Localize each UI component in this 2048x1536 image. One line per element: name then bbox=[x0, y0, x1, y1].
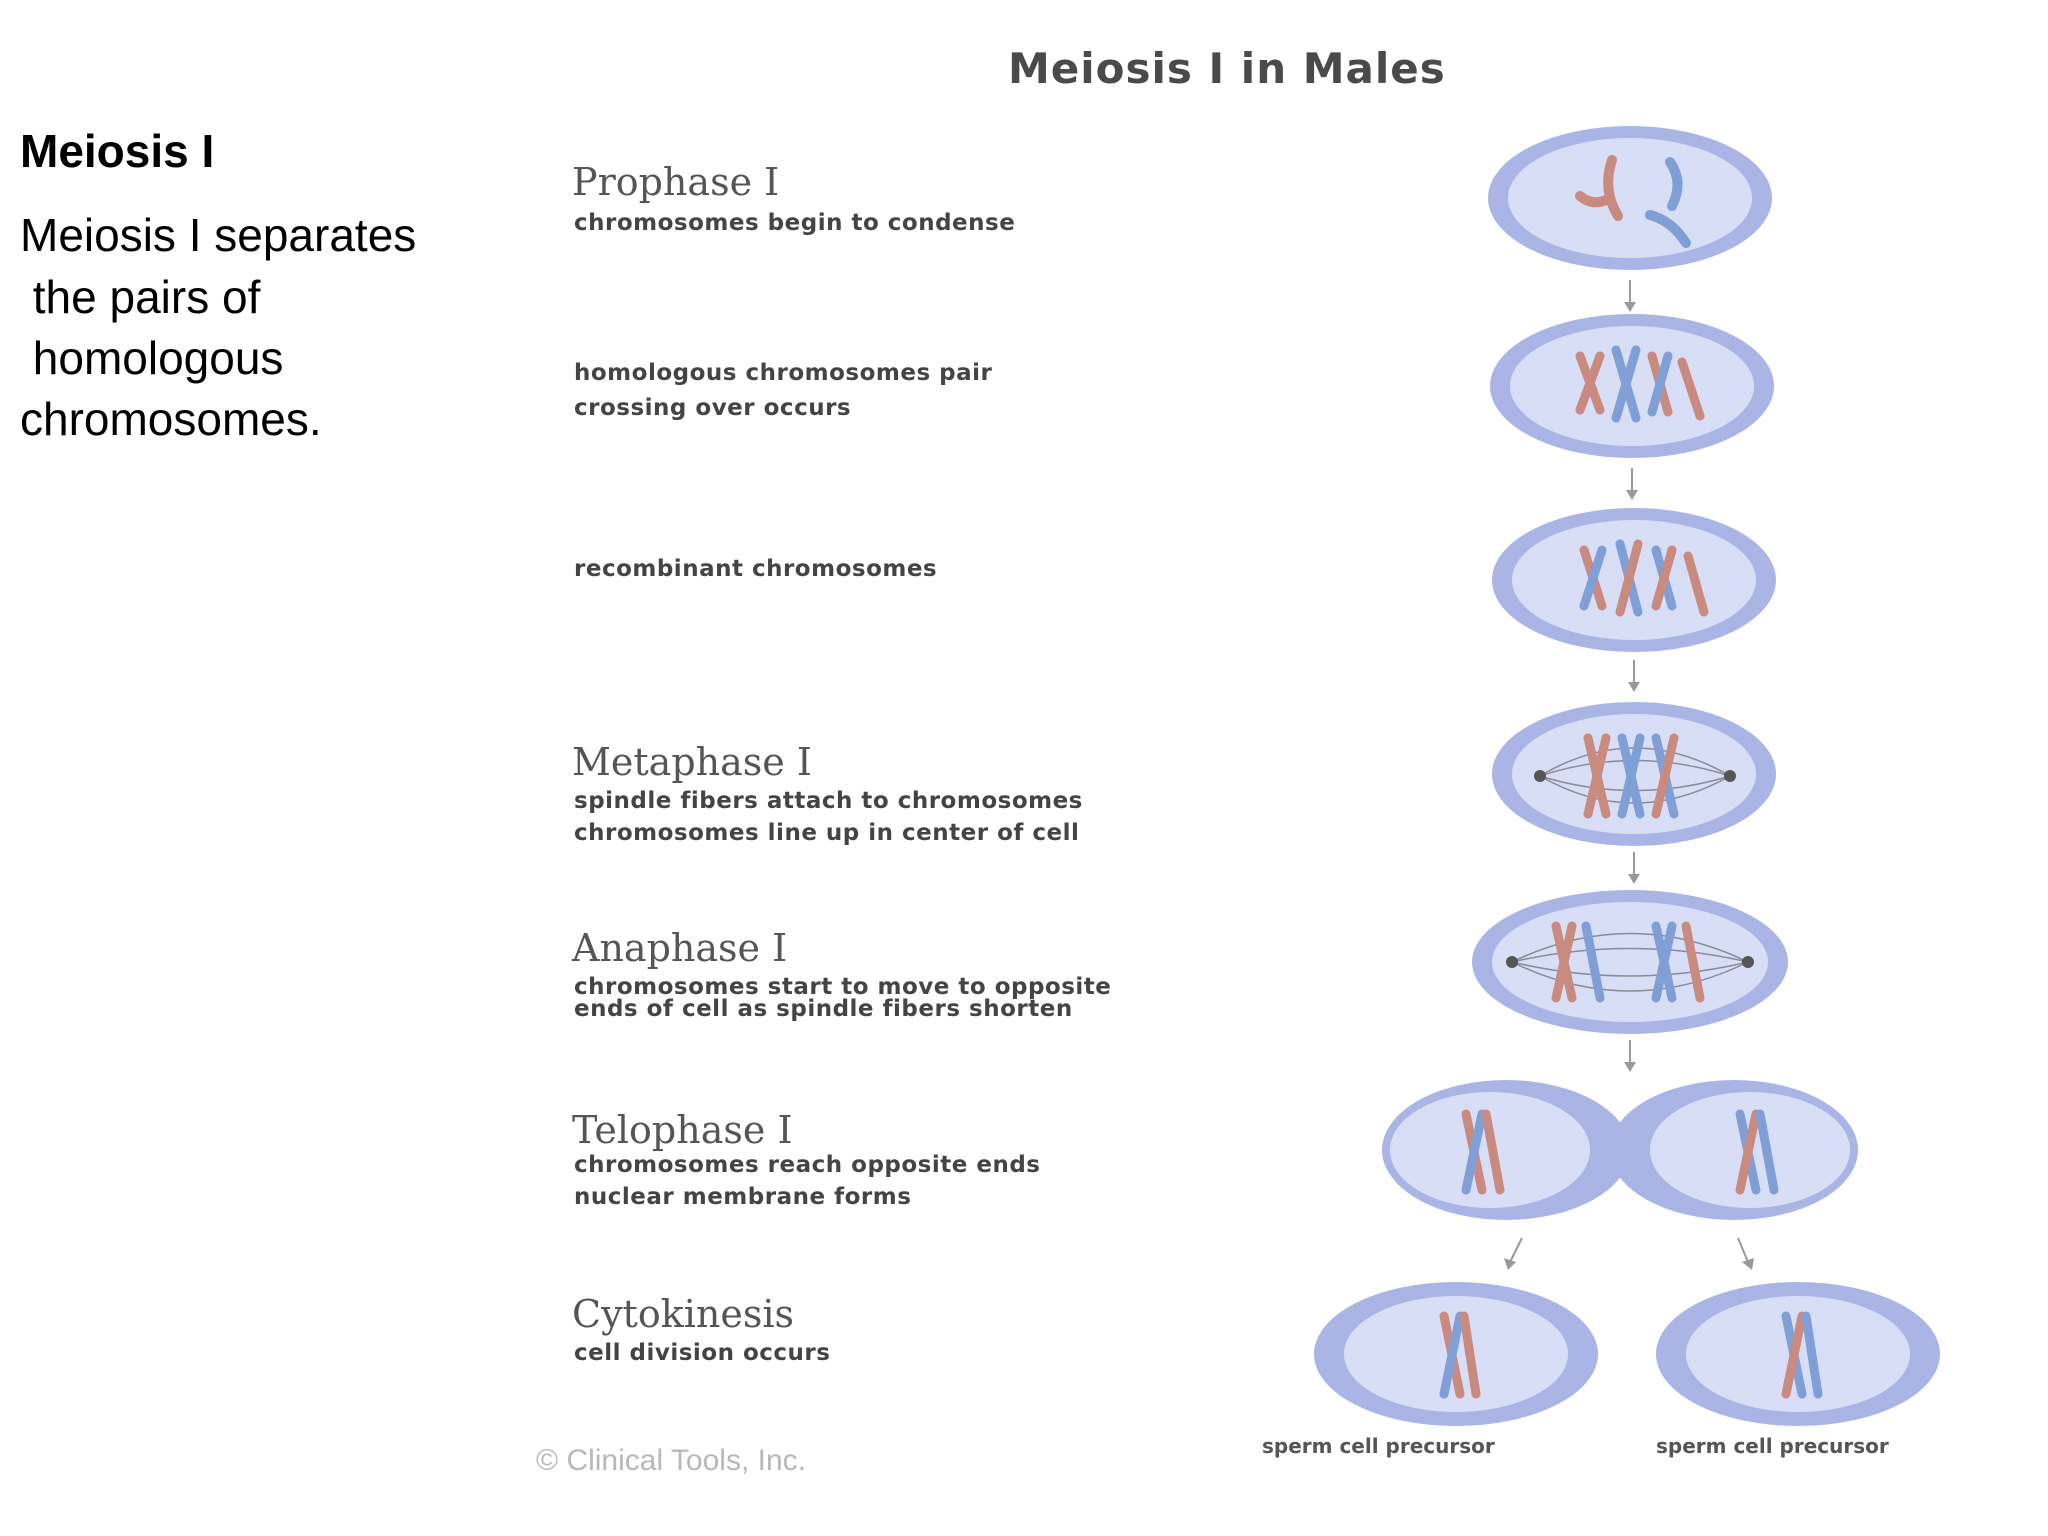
arrow-icon bbox=[1504, 1258, 1516, 1270]
arrow-icon bbox=[1624, 1062, 1636, 1072]
stage-desc: chromosomes reach opposite ends bbox=[574, 1152, 1041, 1178]
stage-desc: cell division occurs bbox=[574, 1340, 831, 1366]
stage-desc: crossing over occurs bbox=[574, 395, 852, 421]
chromosome-cluster bbox=[1439, 1311, 1481, 1399]
cell-label: sperm cell precursor bbox=[1262, 1434, 1495, 1458]
slide-title: Meiosis I bbox=[20, 125, 215, 177]
body-text-line: the pairs of bbox=[20, 271, 261, 323]
chromosome-cluster bbox=[1781, 1311, 1823, 1399]
chromosome-cluster bbox=[1461, 1109, 1779, 1195]
arrow-icon bbox=[1737, 1237, 1749, 1263]
centriole bbox=[1534, 770, 1546, 782]
stage-desc: spindle fibers attach to chromosomes bbox=[574, 788, 1083, 814]
cell-metaphase bbox=[1492, 702, 1776, 846]
centriole bbox=[1506, 956, 1518, 968]
cell-prophase bbox=[1488, 126, 1772, 270]
cell-anaphase bbox=[1472, 890, 1788, 1034]
stage-name-anaphase: Anaphase I bbox=[572, 926, 788, 970]
centriole bbox=[1742, 956, 1754, 968]
arrow-icon bbox=[1742, 1258, 1754, 1270]
stage-name-cytokinesis: Cytokinesis bbox=[572, 1292, 794, 1336]
chromosome-threads bbox=[1575, 155, 1691, 248]
copyright-text: © Clinical Tools, Inc. bbox=[536, 1444, 806, 1477]
diagram-title: Meiosis I in Males bbox=[1008, 44, 1446, 93]
chromosome-cluster bbox=[1575, 345, 1705, 423]
chromosome-cluster bbox=[1579, 539, 1709, 617]
stage-desc: recombinant chromosomes bbox=[574, 556, 938, 582]
chromosome-cluster bbox=[1551, 921, 1705, 1003]
stage-name-metaphase: Metaphase I bbox=[572, 740, 812, 784]
arrow-icon bbox=[1624, 302, 1636, 312]
stage-desc: homologous chromosomes pair bbox=[574, 360, 993, 386]
cell-daughter-left bbox=[1314, 1282, 1598, 1426]
stage-desc: chromosomes line up in center of cell bbox=[574, 820, 1080, 846]
stage-desc: chromosomes begin to condense bbox=[574, 210, 1016, 236]
arrow-icon bbox=[1628, 874, 1640, 884]
chromosome-cluster bbox=[1583, 733, 1679, 819]
stage-desc: nuclear membrane forms bbox=[574, 1184, 912, 1210]
arrow-icon bbox=[1509, 1237, 1523, 1263]
cell-telophase bbox=[1382, 1080, 1858, 1220]
spindle-fibers bbox=[1511, 932, 1749, 992]
arrow-icon bbox=[1628, 682, 1640, 692]
cell-pairing bbox=[1490, 314, 1774, 458]
body-text-line: homologous bbox=[20, 332, 284, 384]
cell-label: sperm cell precursor bbox=[1656, 1434, 1889, 1458]
cell-recombinant bbox=[1492, 508, 1776, 652]
stage-name-prophase: Prophase I bbox=[572, 160, 780, 204]
stage-name-telophase: Telophase I bbox=[572, 1108, 793, 1152]
body-text-line: chromosomes. bbox=[20, 393, 322, 445]
stage-desc: chromosomes start to move to opposite bbox=[574, 974, 1112, 1000]
cell-daughter-right bbox=[1656, 1282, 1940, 1426]
body-text-line: Meiosis I separates bbox=[20, 209, 417, 261]
arrow-icon bbox=[1626, 490, 1638, 500]
centriole bbox=[1724, 770, 1736, 782]
stage-desc: ends of cell as spindle fibers shorten bbox=[574, 996, 1073, 1022]
